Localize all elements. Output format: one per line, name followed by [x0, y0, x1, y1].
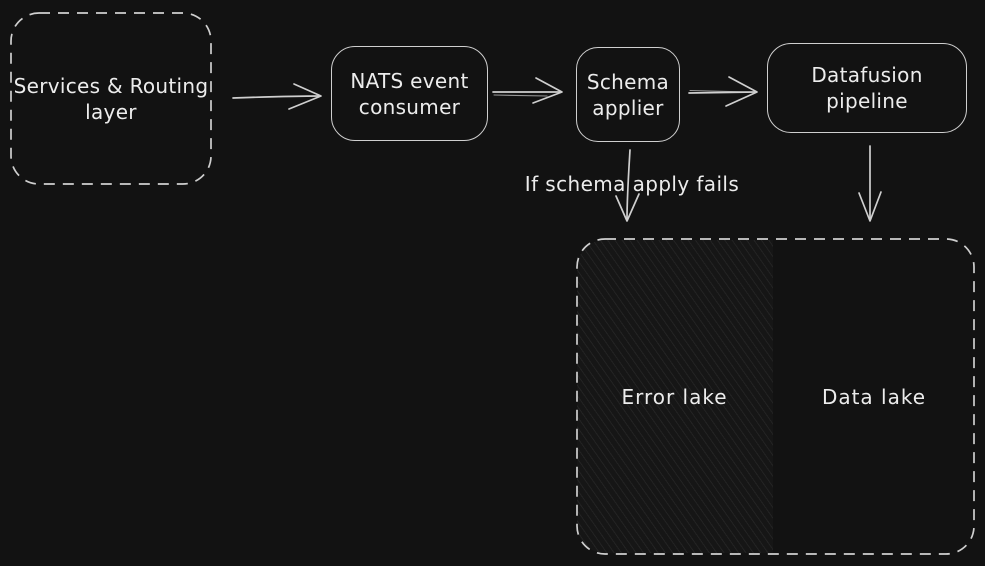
services-dashed-border — [10, 12, 212, 185]
datafusion-node: Datafusion pipeline — [767, 43, 967, 133]
arrow-datafusion-to-data-lake-icon — [858, 145, 882, 222]
schema-label: Schema applier — [586, 69, 670, 120]
schema-node: Schema applier — [576, 47, 680, 142]
error-lake-label: Error lake — [621, 384, 728, 409]
schema-fail-edge-label: If schema apply fails — [524, 172, 740, 196]
error-lake-region — [577, 240, 773, 553]
arrow-services-to-nats-icon — [232, 83, 322, 110]
datafusion-label: Datafusion pipeline — [811, 63, 923, 113]
nats-label: NATS event consumer — [350, 68, 469, 119]
data-lake-label: Data lake — [821, 384, 927, 409]
arrow-nats-to-schema-icon — [492, 77, 563, 104]
arrow-schema-to-datafusion-icon — [688, 76, 758, 107]
lake-dashed-border — [576, 238, 975, 555]
nats-node: NATS event consumer — [331, 46, 488, 141]
services-node: Services & Routing layer — [10, 12, 212, 185]
services-label: Services & Routing layer — [13, 73, 209, 124]
lake-container-node: Error lake Data lake — [576, 238, 975, 555]
